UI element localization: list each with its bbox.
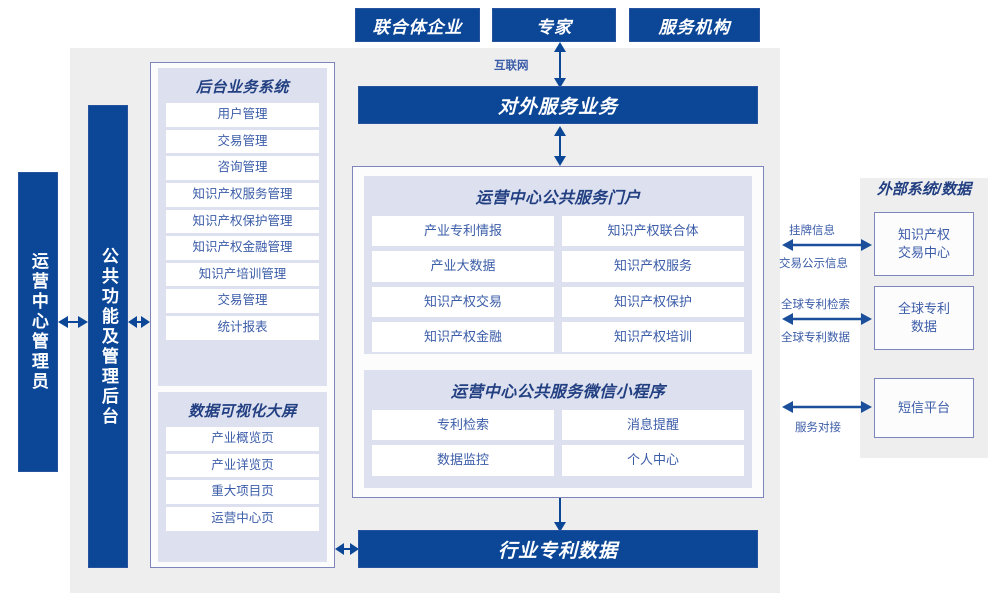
list-item[interactable]: 知识产权交易 [372,286,554,317]
actor-box-service-agency[interactable]: 服务机构 [629,8,760,42]
list-item[interactable]: 消息提醒 [562,410,744,441]
external-box-label: 全球专利数据 [897,301,950,334]
back-office-item-list: 用户管理 交易管理 咨询管理 知识产权服务管理 知识产权保护管理 知识产权金融管… [166,103,319,340]
list-item[interactable]: 知识产权服务管理 [166,182,319,207]
list-item[interactable]: 交易管理 [166,129,319,154]
list-item[interactable]: 产业概览页 [166,427,319,451]
external-edge-arrow-3 [782,401,872,413]
outer-service-business-bar[interactable]: 对外服务业务 [358,86,758,124]
list-item[interactable]: 产业大数据 [372,251,554,282]
bar-label: 行业专利数据 [497,540,618,562]
miniapp-item-grid: 专利检索 消息提醒 数据监控 个人中心 [372,410,744,476]
bar-label: 对外服务业务 [497,96,618,118]
list-item[interactable]: 产业专利情报 [372,216,554,247]
external-edge-label-above: 全球专利检索 [781,299,850,311]
external-systems-title: 外部系统/数据 [876,181,972,198]
group-title: 后台业务系统 [195,79,289,96]
list-item[interactable]: 知识产权培训 [562,321,744,352]
portal-item-grid: 产业专利情报 知识产权联合体 产业大数据 知识产权服务 知识产权交易 知识产权保… [372,216,744,352]
external-edge-label-below: 交易公示信息 [779,258,848,270]
list-item[interactable]: 产业详览页 [166,453,319,478]
actor-label: 联合体企业 [372,17,463,37]
list-item[interactable]: 用户管理 [166,103,319,127]
rail-operation-center-admin[interactable]: 运营中心管理员 [18,172,58,472]
actor-label: 专家 [536,17,572,37]
external-edge-arrow-1 [782,239,872,251]
list-item[interactable]: 知识产培训管理 [166,262,319,287]
list-item[interactable]: 专利检索 [372,410,554,441]
rail-label: 运营中心管理员 [28,252,48,392]
group-title: 运营中心公共服务微信小程序 [450,384,666,401]
group-title: 运营中心公共服务门户 [475,190,641,207]
service-to-portal-double-arrow [554,126,566,166]
rail-label: 公共功能及管理后台 [98,246,118,427]
external-box-sms-platform[interactable]: 短信平台 [874,378,974,438]
list-item[interactable]: 知识产权金融管理 [166,236,319,260]
external-box-ip-trading-center[interactable]: 知识产权交易中心 [874,212,974,276]
back-office-system-group: 后台业务系统 用户管理 交易管理 咨询管理 知识产权服务管理 知识产权保护管理 … [158,68,327,386]
list-item[interactable]: 知识产权金融 [372,321,554,352]
external-edge-label-below: 全球专利数据 [781,332,850,344]
list-item[interactable]: 知识产权服务 [562,251,744,282]
portal-to-industry-data-arrow [554,498,566,532]
backend-to-industry-data-double-arrow [335,543,359,555]
wechat-miniprogram-group: 运营中心公共服务微信小程序 专利检索 消息提醒 数据监控 个人中心 [364,370,752,488]
list-item[interactable]: 运营中心页 [166,506,319,531]
rail-common-functions-backend[interactable]: 公共功能及管理后台 [88,105,128,568]
external-edge-arrow-2 [782,313,872,325]
admin-to-common-double-arrow [58,316,88,328]
external-box-global-patent-data[interactable]: 全球专利数据 [874,286,974,350]
list-item[interactable]: 数据监控 [372,445,554,476]
actor-box-expert[interactable]: 专家 [492,8,616,42]
internet-double-arrow [554,42,566,88]
internet-label: 互联网 [494,60,529,72]
data-visualization-screen-group: 数据可视化大屏 产业概览页 产业详览页 重大项目页 运营中心页 [158,392,327,562]
external-box-label: 知识产权交易中心 [897,227,950,260]
list-item[interactable]: 知识产权保护 [562,286,744,317]
public-service-portal-group: 运营中心公共服务门户 产业专利情报 知识产权联合体 产业大数据 知识产权服务 知… [364,176,752,354]
external-box-label: 短信平台 [897,400,950,416]
list-item[interactable]: 重大项目页 [166,480,319,504]
industry-patent-data-bar[interactable]: 行业专利数据 [358,530,758,568]
list-item[interactable]: 咨询管理 [166,156,319,180]
list-item[interactable]: 知识产权联合体 [562,216,744,247]
common-to-backoffice-double-arrow [128,316,150,328]
actor-box-alliance-enterprise[interactable]: 联合体企业 [355,8,480,42]
group-title: 数据可视化大屏 [188,403,297,420]
actor-label: 服务机构 [658,17,731,37]
list-item[interactable]: 交易管理 [166,289,319,313]
big-screen-item-list: 产业概览页 产业详览页 重大项目页 运营中心页 [166,427,319,531]
list-item[interactable]: 知识产权保护管理 [166,209,319,234]
list-item[interactable]: 统计报表 [166,316,319,340]
list-item[interactable]: 个人中心 [562,445,744,476]
external-edge-label-below: 服务对接 [795,422,841,434]
external-edge-label-above: 挂牌信息 [789,225,835,237]
